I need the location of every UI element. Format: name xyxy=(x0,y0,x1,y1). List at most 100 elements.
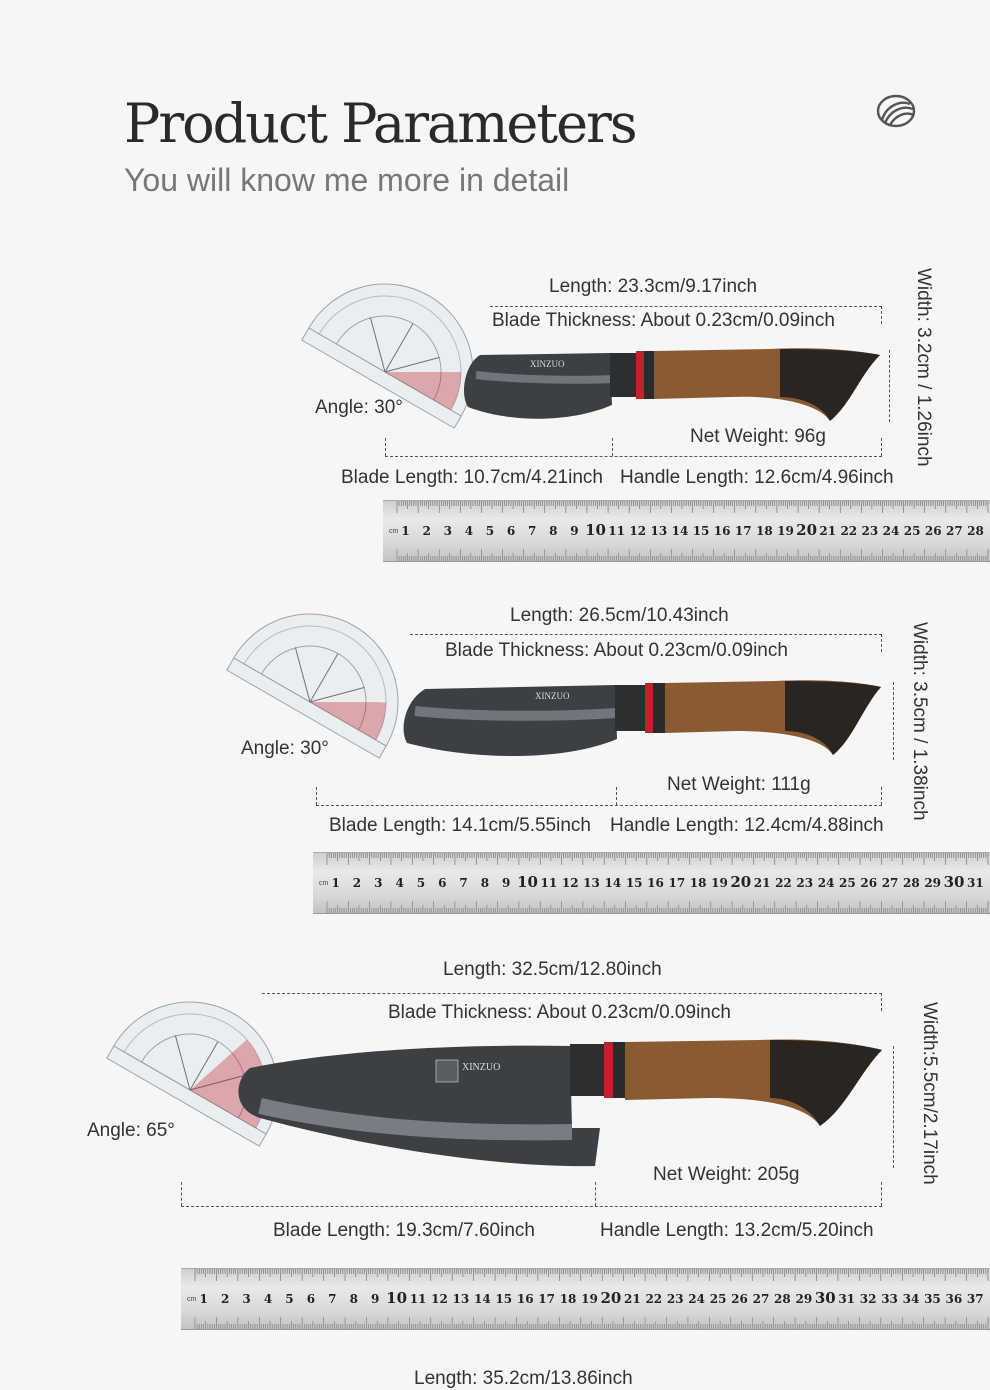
ruler-number: 30 xyxy=(815,1289,836,1307)
ruler-number: 24 xyxy=(818,876,835,890)
ruler-number: 13 xyxy=(650,524,667,538)
ruler-number: 1 xyxy=(200,1292,208,1306)
length-guide-end xyxy=(881,306,882,324)
ruler-number: 27 xyxy=(882,876,899,890)
ruler-number: 22 xyxy=(645,1292,662,1306)
ruler-number: 10 xyxy=(517,873,538,891)
ruler-number: 12 xyxy=(562,876,579,890)
ruler-number: 23 xyxy=(667,1292,684,1306)
ruler-number: 23 xyxy=(862,524,879,538)
ruler-number: 3 xyxy=(242,1292,250,1306)
ruler-unit: cm xyxy=(319,880,329,887)
ruler-number: 8 xyxy=(481,876,489,890)
ruler-number: 24 xyxy=(883,524,900,538)
ruler-number: 16 xyxy=(517,1292,534,1306)
blade-length-label: Blade Length: 19.3cm/7.60inch xyxy=(273,1220,535,1241)
ruler-number: 21 xyxy=(819,524,836,538)
ruler-number: 9 xyxy=(371,1292,379,1306)
width-label: Width:5.5cm/2.17inch xyxy=(919,1002,940,1185)
ruler-number: 26 xyxy=(860,876,877,890)
ruler-number: 10 xyxy=(386,1289,407,1307)
ruler-number: 9 xyxy=(502,876,510,890)
net-weight-label: Net Weight: 96g xyxy=(690,426,826,447)
net-weight-label: Net Weight: 111g xyxy=(667,774,811,795)
ruler-number: 34 xyxy=(903,1292,920,1306)
ruler-number: 20 xyxy=(796,521,817,539)
ruler-number: 7 xyxy=(328,1292,336,1306)
ruler-number: 25 xyxy=(839,876,856,890)
length-guide-end xyxy=(881,993,882,1011)
blade-handle-guide xyxy=(316,805,882,806)
blade-thickness-label: Blade Thickness: About 0.23cm/0.09inch xyxy=(388,1002,731,1023)
ruler-number: 5 xyxy=(486,524,494,538)
ruler-number: 3 xyxy=(374,876,382,890)
ruler-number: 22 xyxy=(840,524,857,538)
ruler-number: 15 xyxy=(626,876,643,890)
ruler-number: 16 xyxy=(647,876,664,890)
width-label: Width: 3.2cm / 1.26inch xyxy=(913,268,934,467)
ruler-number: 4 xyxy=(264,1292,272,1306)
handle-length-label: Handle Length: 12.4cm/4.88inch xyxy=(610,815,884,836)
knife-image: XINZUO xyxy=(464,348,880,421)
knife-image: XINZUO xyxy=(238,1039,882,1167)
ruler-number: 2 xyxy=(353,876,361,890)
ruler-number: 11 xyxy=(410,1292,427,1306)
ruler-number: 15 xyxy=(495,1292,512,1306)
handle-length-label: Handle Length: 13.2cm/5.20inch xyxy=(600,1220,874,1241)
ruler-number: 7 xyxy=(528,524,536,538)
ruler-number: 23 xyxy=(796,876,813,890)
length-guide xyxy=(262,993,882,994)
ruler-number: 21 xyxy=(624,1292,641,1306)
ruler-number: 26 xyxy=(925,524,942,538)
ruler-number: 14 xyxy=(605,876,622,890)
length-guide xyxy=(410,634,882,635)
blade-thickness-label: Blade Thickness: About 0.23cm/0.09inch xyxy=(492,310,835,331)
guide-tick xyxy=(595,1182,596,1206)
guide-tick xyxy=(612,438,613,456)
ruler-number: 24 xyxy=(688,1292,705,1306)
ruler-number: 12 xyxy=(629,524,646,538)
ruler-number: 28 xyxy=(903,876,920,890)
page-title: Product Parameters xyxy=(124,92,638,155)
ruler-unit: cm xyxy=(187,1296,197,1303)
ruler-number: 29 xyxy=(795,1292,812,1306)
net-weight-label: Net Weight: 205g xyxy=(653,1164,800,1185)
angle-label: Angle: 65° xyxy=(87,1120,175,1141)
angle-label: Angle: 30° xyxy=(241,738,329,759)
ruler-number: 25 xyxy=(904,524,921,538)
blade-handle-guide xyxy=(181,1206,882,1207)
ruler-number: 28 xyxy=(774,1292,791,1306)
ruler-number: 2 xyxy=(221,1292,229,1306)
blade-thickness-label: Blade Thickness: About 0.23cm/0.09inch xyxy=(445,640,788,661)
ruler-number: 1 xyxy=(401,524,409,538)
guide-tick xyxy=(881,438,882,456)
ruler-number: 35 xyxy=(924,1292,941,1306)
ruler-number: 25 xyxy=(710,1292,727,1306)
ruler-number: 5 xyxy=(417,876,425,890)
ruler-number: 14 xyxy=(474,1292,491,1306)
width-guide xyxy=(889,350,890,422)
ruler-number: 31 xyxy=(838,1292,855,1306)
ruler-number: 9 xyxy=(570,524,578,538)
ruler-number: 12 xyxy=(431,1292,448,1306)
ruler-number: 28 xyxy=(967,524,984,538)
brand-mark: XINZUO xyxy=(462,1062,500,1073)
ruler-number: 31 xyxy=(967,876,984,890)
ruler-number: 19 xyxy=(711,876,728,890)
ruler-number: 13 xyxy=(453,1292,470,1306)
brand-mark: XINZUO xyxy=(535,691,570,701)
ruler-number: 4 xyxy=(395,876,403,890)
ruler-number: 1 xyxy=(331,876,339,890)
ruler-number: 6 xyxy=(307,1292,315,1306)
ruler-number: 15 xyxy=(693,524,710,538)
blade-handle-guide xyxy=(385,456,882,457)
ruler-number: 13 xyxy=(583,876,600,890)
length-guide xyxy=(490,306,882,307)
ruler-number: 6 xyxy=(507,524,515,538)
guide-tick xyxy=(316,787,317,805)
ruler-number: 21 xyxy=(754,876,771,890)
